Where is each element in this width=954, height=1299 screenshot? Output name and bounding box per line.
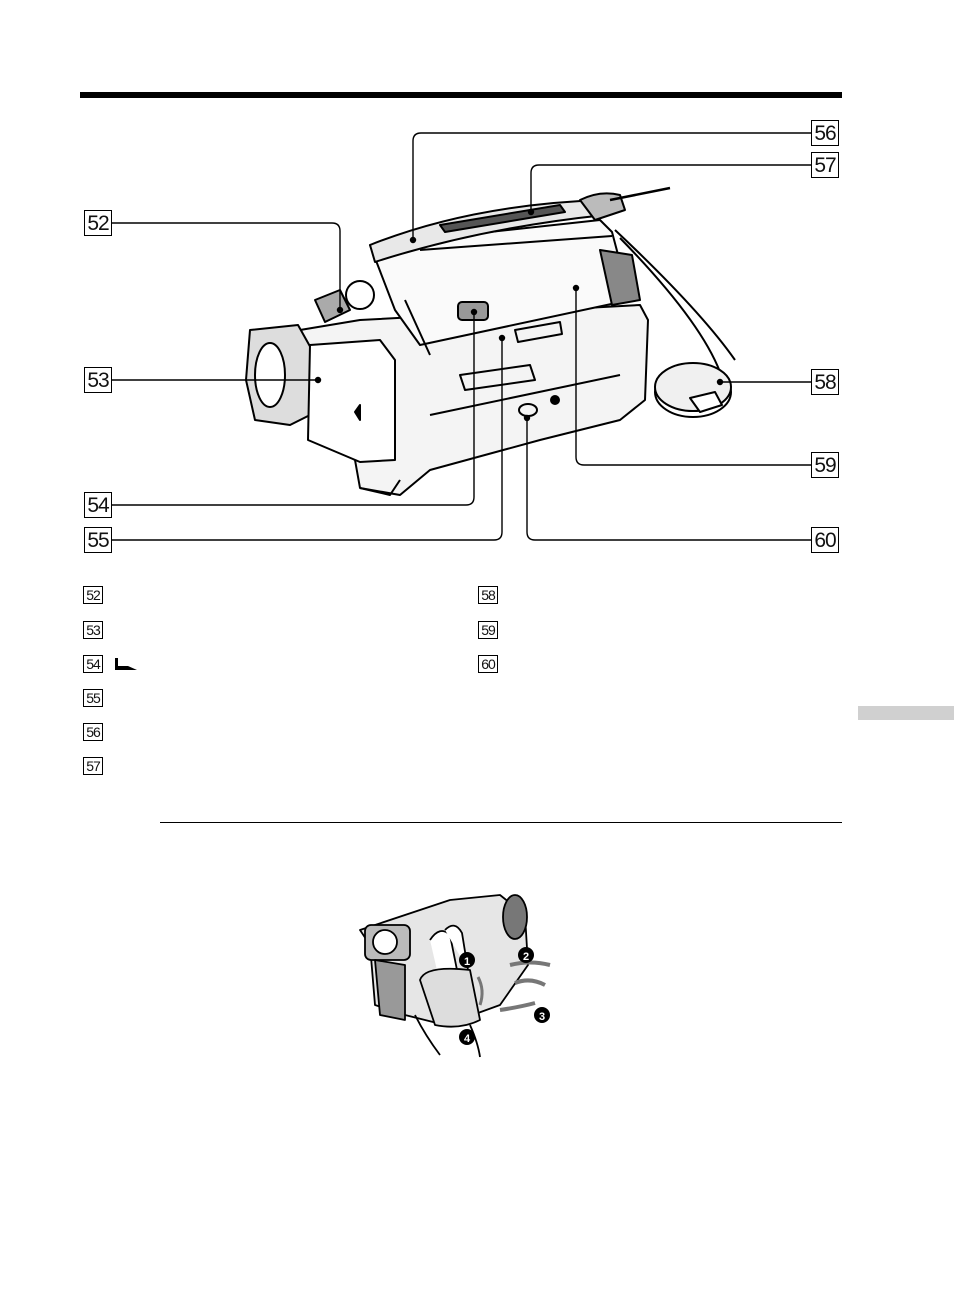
legend-number-52: 52 — [83, 586, 103, 604]
legend-number-56: 56 — [83, 723, 103, 741]
callout-56: 56 — [811, 120, 839, 146]
legend-number-59: 59 — [478, 621, 498, 639]
step-1-label: 1 — [464, 956, 470, 968]
callout-59: 59 — [811, 452, 839, 478]
legend-number-55: 55 — [83, 689, 103, 707]
legend-number-60: 60 — [478, 655, 498, 673]
grip-strap-illustration: 1 2 3 4 — [359, 894, 551, 1058]
callout-57: 57 — [811, 152, 839, 178]
legend-number-57: 57 — [83, 757, 103, 775]
section-rule — [160, 822, 842, 823]
ramp-icon — [115, 658, 137, 670]
legend-number-53: 53 — [83, 621, 103, 639]
top-rule — [80, 92, 842, 98]
callout-55: 55 — [84, 527, 112, 553]
legend-number-58: 58 — [478, 586, 498, 604]
callout-58: 58 — [811, 369, 839, 395]
step-4-label: 4 — [464, 1033, 471, 1045]
side-tab — [858, 706, 954, 720]
callout-53: 53 — [84, 367, 112, 393]
callout-52: 52 — [84, 210, 112, 236]
step-2-label: 2 — [523, 951, 529, 963]
callout-54: 54 — [84, 492, 112, 518]
camcorder-bottom-illustration — [112, 132, 811, 541]
step-3-label: 3 — [539, 1011, 545, 1023]
legend-number-54: 54 — [83, 655, 103, 673]
callout-60: 60 — [811, 527, 839, 553]
